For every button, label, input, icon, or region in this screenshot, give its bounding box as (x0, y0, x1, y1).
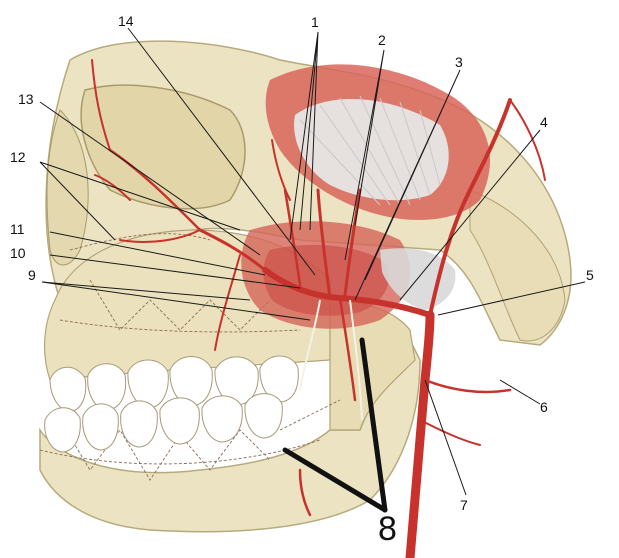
label-4: 4 (540, 114, 548, 130)
leader-13 (39, 101, 261, 256)
label-8: 8 (378, 510, 397, 548)
leader-11 (49, 231, 266, 276)
temporalis-muscle (265, 64, 490, 220)
label-6: 6 (540, 399, 548, 415)
label-7: 7 (460, 497, 468, 513)
arteries (91, 59, 546, 558)
leader-8-heavy (282, 337, 388, 513)
leader-6 (499, 379, 541, 405)
mandible (39, 338, 421, 533)
label-13: 13 (18, 91, 34, 107)
external-carotid (405, 310, 435, 558)
label-1: 1 (311, 14, 319, 30)
leader-3 (354, 69, 461, 301)
label-12: 12 (10, 149, 26, 165)
leader-4 (399, 129, 541, 301)
label-9: 9 (28, 267, 36, 283)
leader-10 (49, 254, 301, 289)
leader-lines (39, 27, 586, 496)
leader-5 (437, 281, 586, 316)
label-5: 5 (586, 267, 594, 283)
leader-1 (289, 31, 319, 241)
superficial-temporal (428, 98, 512, 317)
orbit (80, 84, 246, 210)
label-10: 10 (10, 245, 26, 261)
leader-9 (41, 281, 311, 321)
label-2: 2 (378, 32, 386, 48)
leader-12 (39, 161, 241, 241)
teeth (44, 355, 299, 453)
label-3: 3 (455, 54, 463, 70)
leader-7 (424, 379, 467, 496)
leader-2 (344, 49, 385, 261)
nerves (299, 299, 363, 421)
label-14: 14 (118, 13, 134, 29)
mastoid-area (469, 189, 566, 342)
label-11: 11 (10, 221, 25, 237)
leader-14 (127, 27, 316, 276)
